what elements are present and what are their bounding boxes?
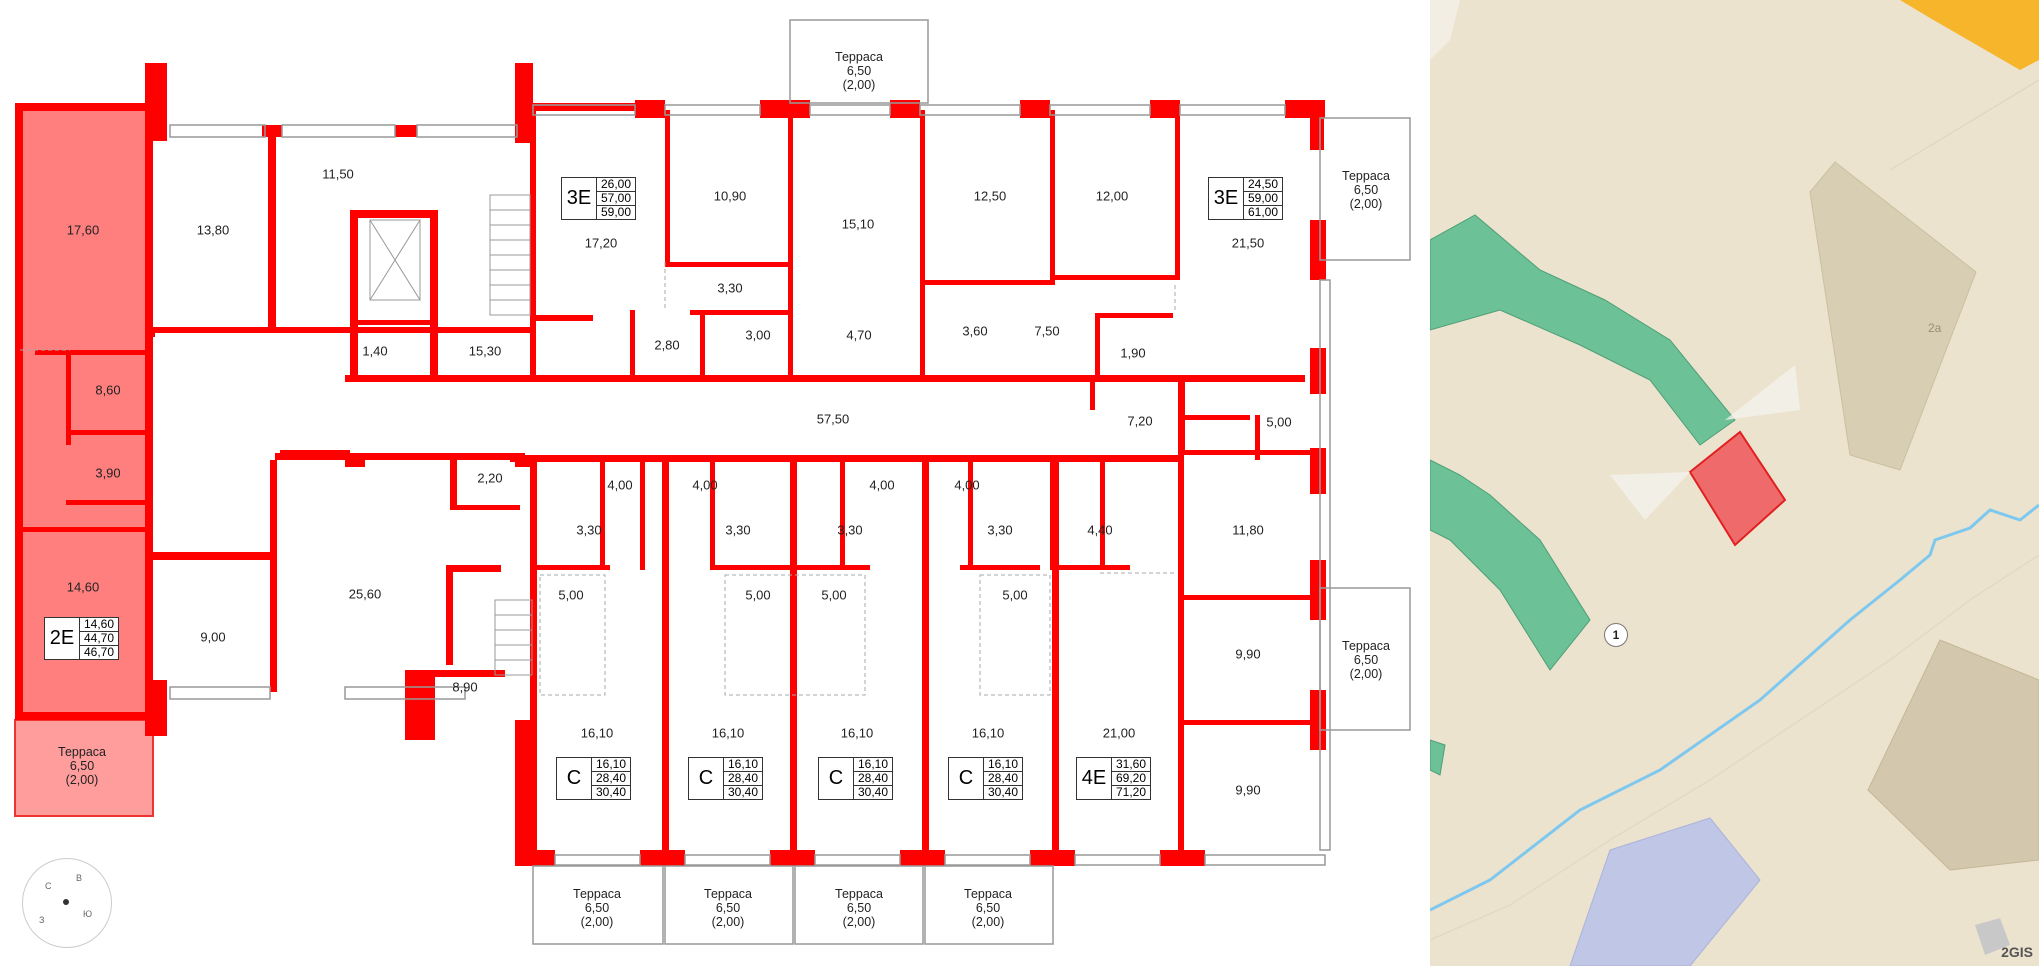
building-selected[interactable] [1688, 430, 1787, 547]
room-area: 9,90 [1235, 782, 1261, 798]
room-area: 12,50 [973, 188, 1007, 204]
room-area: 9,00 [200, 629, 226, 645]
room-area: 16,10 [711, 725, 745, 741]
location-map[interactable]: 2а 1 2GIS [1430, 0, 2039, 966]
building-green[interactable] [1430, 739, 1446, 776]
room-area: 3,30 [576, 522, 602, 538]
room-area: 4,00 [869, 477, 895, 493]
room-area: 3,90 [95, 465, 121, 481]
room-area: 25,60 [348, 586, 382, 602]
room-area: 21,50 [1231, 235, 1265, 251]
room-area: 3,30 [987, 522, 1013, 538]
room-area: 4,70 [846, 327, 872, 343]
river [1430, 503, 2039, 912]
map-brand-logo[interactable]: 2GIS [2001, 944, 2033, 960]
map-marker[interactable]: 1 [1604, 623, 1628, 647]
room-area: 15,10 [841, 216, 875, 232]
room-area: 5,00 [1002, 587, 1028, 603]
room-area: 17,20 [584, 235, 618, 251]
room-area: 9,90 [1235, 646, 1261, 662]
building-label: 2а [1928, 321, 1942, 335]
room-area: 2,80 [654, 337, 680, 353]
room-area: 13,80 [196, 222, 230, 238]
room-area: 3,30 [725, 522, 751, 538]
selected-apartment-terrace[interactable] [14, 719, 154, 817]
building[interactable] [1867, 639, 2039, 871]
room-area: 4,00 [692, 477, 718, 493]
building-green[interactable] [1430, 214, 1736, 446]
room-area: 3,60 [962, 323, 988, 339]
stairs [369, 194, 533, 676]
building-green[interactable] [1430, 459, 1591, 671]
room-area: 16,10 [580, 725, 614, 741]
room-area: 4,00 [607, 477, 633, 493]
room-area: 8,60 [95, 382, 121, 398]
room-area: 12,00 [1095, 188, 1129, 204]
room-area: 2,20 [477, 470, 503, 486]
map-canvas[interactable] [1430, 0, 2039, 966]
room-area: 3,00 [745, 327, 771, 343]
floor-plan-drawing [14, 19, 1411, 945]
room-area: 15,30 [468, 343, 502, 359]
compass: С В Ю З [22, 858, 112, 948]
room-area: 17,60 [66, 222, 100, 238]
view-cone [1725, 365, 1800, 420]
selected-apartment-2e[interactable] [15, 103, 153, 816]
room-area: 5,00 [1266, 414, 1292, 430]
room-area: 5,00 [821, 587, 847, 603]
room-area: 1,90 [1120, 345, 1146, 361]
building-2a[interactable] [1809, 161, 1977, 471]
view-cone [1610, 472, 1690, 520]
room-area: 5,00 [745, 587, 771, 603]
room-area: 14,60 [66, 579, 100, 595]
room-area: 10,90 [713, 188, 747, 204]
room-area: 7,50 [1034, 323, 1060, 339]
room-area: 3,30 [837, 522, 863, 538]
room-area: 11,80 [1232, 522, 1264, 538]
walls [15, 63, 1326, 866]
room-area: 21,00 [1102, 725, 1136, 741]
dashed-zones [20, 262, 1176, 696]
room-area: 5,00 [558, 587, 584, 603]
window-lines [169, 19, 1411, 945]
road-minor [1430, 0, 1460, 60]
road-highway [1900, 0, 2039, 70]
room-area: 4,40 [1087, 522, 1113, 538]
room-area: 4,00 [954, 477, 980, 493]
room-area: 3,30 [717, 280, 743, 296]
path-line [1430, 554, 2039, 941]
room-area: 8,90 [452, 679, 478, 695]
room-area: 11,50 [322, 166, 354, 182]
building-small[interactable] [1975, 918, 2010, 955]
building-blue[interactable] [1569, 817, 1761, 966]
room-area: 1,40 [362, 343, 388, 359]
room-area: 16,10 [840, 725, 874, 741]
room-area: 57,50 [816, 411, 850, 427]
room-area: 7,20 [1127, 413, 1153, 429]
compass-center-dot [63, 899, 69, 905]
room-area: 16,10 [971, 725, 1005, 741]
floor-plan: 17,60 13,80 11,50 8,60 3,90 14,60 9,00 2… [14, 19, 1411, 948]
path-line [1889, 79, 2039, 171]
